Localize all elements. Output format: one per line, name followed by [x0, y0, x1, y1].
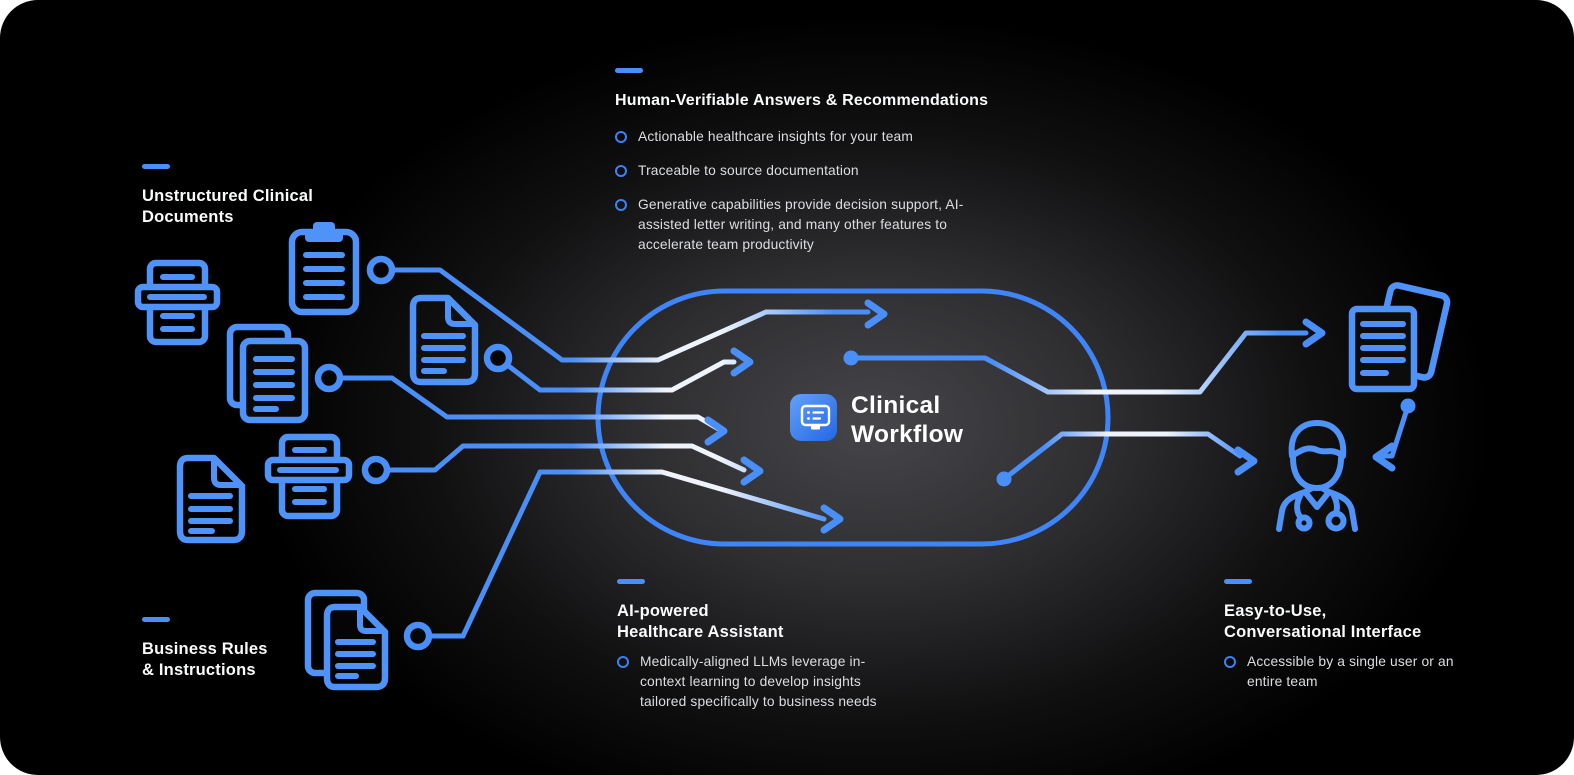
- bullet-ring-icon: [1224, 656, 1236, 668]
- title-line: Business Rules: [142, 640, 268, 658]
- bullet-list: Actionable healthcare insights for your …: [615, 127, 1035, 255]
- document-icon: [409, 294, 479, 386]
- section-dash: [615, 68, 643, 73]
- input-arrowheads: [704, 299, 888, 534]
- list-item: Generative capabilities provide decision…: [615, 195, 997, 255]
- node-circle-icon: [361, 455, 391, 485]
- stacked-documents-icon-2: [304, 589, 389, 691]
- list-item: Actionable healthcare insights for your …: [615, 127, 1035, 147]
- arrow-icon: [1302, 318, 1326, 348]
- bullet-text: Medically-aligned LLMs leverage in-conte…: [640, 654, 877, 709]
- input-line-printer: [384, 443, 747, 473]
- section-title: Business Rules & Instructions: [142, 639, 268, 681]
- workflow-label-line: Workflow: [851, 421, 964, 448]
- workflow-app-icon: [790, 394, 837, 441]
- bullet-ring-icon: [615, 131, 627, 143]
- section-title: Easy-to-Use, Conversational Interface: [1224, 601, 1504, 643]
- bullet-text: Traceable to source documentation: [638, 163, 859, 178]
- node-circle-icon: [403, 621, 433, 651]
- title-line: Healthcare Assistant: [617, 623, 784, 641]
- section-human-verifiable: Human-Verifiable Answers & Recommendatio…: [615, 68, 1035, 255]
- list-item: Accessible by a single user or an entire…: [1224, 652, 1476, 692]
- bullet-text: Accessible by a single user or an entire…: [1247, 654, 1454, 689]
- section-dash: [1224, 579, 1252, 584]
- node-circle-icon: [483, 343, 513, 373]
- arrow-icon: [1234, 446, 1258, 476]
- dot-icon: [1400, 398, 1416, 414]
- section-unstructured-documents: Unstructured Clinical Documents: [142, 164, 313, 228]
- section-conversational-interface: Easy-to-Use, Conversational Interface Ac…: [1224, 579, 1504, 692]
- feedback-line-doctor: [1379, 403, 1411, 459]
- bullet-text: Actionable healthcare insights for your …: [638, 129, 914, 144]
- section-title: Unstructured Clinical Documents: [142, 186, 313, 228]
- section-ai-assistant: AI-powered Healthcare Assistant Medicall…: [617, 579, 917, 712]
- title-line: AI-powered: [617, 602, 709, 620]
- section-title: Human-Verifiable Answers & Recommendatio…: [615, 92, 989, 109]
- input-line-business-rules: [426, 469, 827, 639]
- section-dash: [142, 617, 170, 622]
- arrow-icon: [740, 456, 764, 486]
- output-flow-lines: [848, 330, 1411, 482]
- arrow-icon: [704, 416, 728, 446]
- bullet-text: Generative capabilities provide decision…: [638, 197, 964, 252]
- output-line-documents: [848, 330, 1309, 395]
- bullet-list: Accessible by a single user or an entire…: [1224, 652, 1504, 692]
- section-business-rules: Business Rules & Instructions: [142, 617, 268, 681]
- node-circle-icon: [366, 255, 396, 285]
- input-line-document: [503, 359, 737, 393]
- section-dash: [142, 164, 170, 169]
- bullet-ring-icon: [617, 656, 629, 668]
- workflow-label-line: Clinical: [851, 392, 941, 419]
- title-line: & Instructions: [142, 661, 256, 679]
- node-circle-icon: [314, 363, 344, 393]
- input-line-clipboard: [389, 267, 871, 363]
- workflow-label: Clinical Workflow: [851, 391, 963, 449]
- arrow-icon: [864, 299, 888, 329]
- title-line: Unstructured Clinical: [142, 187, 314, 205]
- section-dash: [617, 579, 645, 584]
- arrow-icon: [820, 504, 844, 534]
- arrow-icon: [730, 347, 754, 377]
- output-documents-icon: [1348, 282, 1451, 393]
- output-line-doctor: [1001, 431, 1243, 482]
- bullet-list: Medically-aligned LLMs leverage in-conte…: [617, 652, 917, 712]
- printer-icon-2: [264, 433, 353, 520]
- clipboard-icon: [288, 222, 360, 316]
- dot-icon: [996, 471, 1012, 487]
- title-line: Documents: [142, 208, 234, 226]
- document-icon-2: [176, 454, 246, 544]
- title-line: Easy-to-Use,: [1224, 602, 1327, 620]
- bullet-ring-icon: [615, 165, 627, 177]
- list-item: Medically-aligned LLMs leverage in-conte…: [617, 652, 889, 712]
- arrow-left-icon: [1372, 442, 1396, 472]
- dot-icon: [843, 350, 859, 366]
- connector-nodes: [314, 255, 513, 651]
- section-title: AI-powered Healthcare Assistant: [617, 601, 917, 643]
- output-arrowheads: [1234, 318, 1396, 476]
- doctor-icon: [1276, 420, 1358, 532]
- bullet-ring-icon: [615, 199, 627, 211]
- flow-dots: [843, 350, 1416, 487]
- list-item: Traceable to source documentation: [615, 161, 1035, 181]
- title-line: Conversational Interface: [1224, 623, 1422, 641]
- stacked-documents-icon: [226, 323, 309, 424]
- printer-icon: [134, 259, 221, 346]
